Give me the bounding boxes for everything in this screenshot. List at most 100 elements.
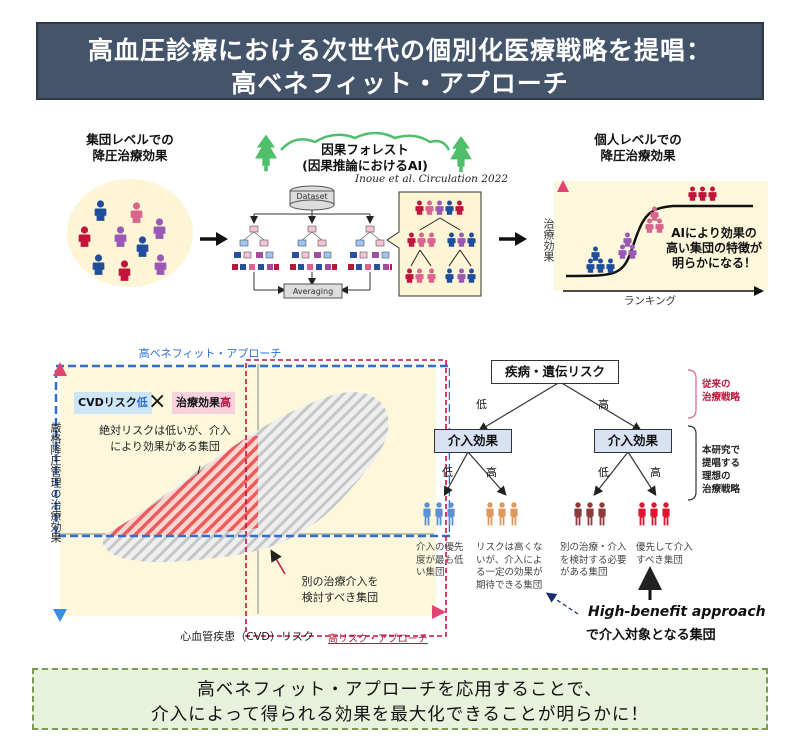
group-1-line-3: い集団 (416, 567, 445, 578)
group-1-description: 介入の優先 度が最も低 い集団 (416, 542, 478, 580)
tree-icon (450, 136, 472, 172)
conclusion-box: 高ベネフィット・アプローチを応用することで、 介入によって得られる効果を最大化で… (32, 668, 768, 730)
population-crowd (67, 179, 193, 287)
person-icon (447, 502, 455, 526)
citation: Inoue et al. Circulation 2022 (355, 173, 509, 185)
forest-label-line-2: (因果推論におけるAI) (302, 158, 428, 173)
population-label-line-1: 集団レベルでの (86, 132, 174, 147)
quadrant-y-axis-label: 厳格降圧管理の治療効果 (49, 422, 62, 543)
right-low-label: 低 (598, 466, 609, 479)
person-icon (586, 502, 594, 526)
group-4-people (638, 502, 670, 526)
person-icon (650, 502, 658, 526)
group-2-line-1: リスクは高くな (476, 542, 543, 553)
arrow-icon (200, 232, 228, 246)
individual-x-axis-label: ランキング (623, 295, 677, 307)
conventional-line-1: 従来の (702, 379, 731, 390)
person-icon (486, 502, 494, 526)
proposed-line-4: 治療戦略 (702, 484, 741, 495)
effect-high: 高 (220, 396, 231, 409)
person-icon (591, 246, 600, 261)
quadrant-x-axis-label: 心血管疾患（CVD）リスク (180, 630, 314, 643)
left-effect-node: 介入効果 (434, 429, 512, 453)
conventional-strategy-label: 従来の 治療戦略 (702, 378, 740, 404)
high-benefit-approach-label: High-benefit approach (588, 604, 766, 620)
group-2-line-2: いが、介入によ (476, 554, 543, 566)
group-2-line-4: 期待できる集団 (476, 579, 543, 591)
proposed-strategy-label: 本研究で 提唱する 理想の 治療戦略 (702, 444, 740, 496)
individual-label-line-1: 個人レベルでの (594, 132, 682, 147)
callout-tree (386, 191, 482, 297)
group-4-line-1: 優先して介入 (636, 542, 693, 553)
effect-tag-text: 治療効果 (176, 396, 220, 409)
group-2-description: リスクは高くな いが、介入によ る一定の効果が 期待できる集団 (476, 542, 552, 592)
person-icon (638, 502, 646, 526)
group-3-line-3: がある集団 (560, 567, 608, 578)
group-4-description: 優先して介入 すべき集団 (636, 542, 706, 567)
low-risk-note: 絶対リスクは低いが、介入 により効果がある集団 (80, 423, 250, 455)
individual-effect-chart (557, 180, 764, 296)
person-icon (688, 186, 697, 201)
forest-diagram (232, 185, 392, 299)
person-icon (574, 502, 582, 526)
forest-label: 因果フォレスト (因果推論におけるAI) (290, 142, 440, 174)
arrow-icon (499, 232, 527, 246)
high-benefit-label: 高ベネフィット・アプローチ (138, 347, 282, 360)
proposed-line-3: 理想の (702, 471, 731, 482)
population-label-line-2: 降圧治療効果 (92, 148, 168, 163)
right-effect-node: 介入効果 (594, 429, 672, 453)
person-icon (606, 258, 615, 273)
proposed-line-1: 本研究で (702, 445, 741, 456)
person-icon (510, 502, 518, 526)
left-low-label: 低 (442, 466, 453, 479)
other-treatment-line-1: 別の治療介入を (301, 575, 379, 588)
decision-tree (423, 369, 697, 615)
group-3-line-2: を検討する必要 (560, 554, 627, 566)
proposed-line-2: 提唱する (702, 458, 741, 469)
conclusion-line-2: 介入によって得られる効果を最大化できることが明らかに！ (151, 705, 649, 725)
group-2-people (486, 502, 518, 526)
person-icon (423, 502, 431, 526)
ai-note-line-1: AIにより効果の (671, 226, 757, 240)
group-1-people (423, 502, 455, 526)
person-icon (662, 502, 670, 526)
title-banner: 高血圧診療における次世代の個別化医療戦略を提唱： 高ベネフィット・アプローチ (36, 22, 764, 100)
left-high-label: 高 (486, 466, 497, 479)
tree-icon (255, 134, 277, 172)
high-risk-label: 高リスク・アプローチ (328, 634, 428, 645)
low-risk-note-line-1: 絶対リスクは低いが、介入 (99, 424, 231, 437)
person-icon (698, 186, 707, 201)
individual-label-line-2: 降圧治療効果 (600, 148, 676, 163)
forest-trees (255, 131, 472, 172)
other-treatment-line-2: 検討すべき集団 (301, 591, 379, 604)
group-4-line-2: すべき集団 (636, 554, 683, 566)
high-benefit-target-label: で介入対象となる集団 (586, 628, 716, 643)
title-line-1: 高血圧診療における次世代の個別化医療戦略を提唱： (87, 36, 712, 65)
ai-note-line-2: 高い集団の特徴が (665, 241, 762, 255)
person-icon (708, 186, 717, 201)
person-icon (598, 502, 606, 526)
individual-label: 個人レベルでの 降圧治療効果 (578, 132, 698, 164)
ai-note-line-3: 明らかになる！ (671, 256, 756, 270)
group-3-description: 別の治療・介入 を検討する必要 がある集団 (560, 542, 636, 580)
dataset-label: Dataset (296, 192, 328, 201)
individual-y-axis-label: 治療効果 (542, 218, 555, 262)
cvd-risk-low: 低 (136, 396, 148, 409)
branch-high-label: 高 (598, 398, 609, 411)
title-line-2: 高ベネフィット・アプローチ (231, 69, 569, 98)
low-risk-note-line-2: により効果がある集団 (110, 440, 220, 453)
right-high-label: 高 (650, 466, 661, 479)
averaging-label: Averaging (292, 287, 334, 296)
conventional-line-2: 治療戦略 (702, 392, 741, 403)
ai-note: AIにより効果の 高い集団の特徴が 明らかになる！ (656, 226, 772, 271)
population-label: 集団レベルでの 降圧治療効果 (70, 132, 190, 164)
group-2-line-3: る一定の効果が (476, 567, 543, 578)
forest-label-line-1: 因果フォレスト (321, 142, 409, 157)
effect-tag: 治療効果高 (172, 392, 235, 414)
branch-low-label: 低 (476, 398, 487, 411)
root-node: 疾病・遺伝リスク (491, 360, 619, 384)
group-1-line-1: 介入の優先 (416, 542, 464, 553)
group-3-line-1: 別の治療・介入 (560, 542, 627, 553)
person-icon (435, 502, 443, 526)
times-symbol: × (148, 389, 167, 414)
